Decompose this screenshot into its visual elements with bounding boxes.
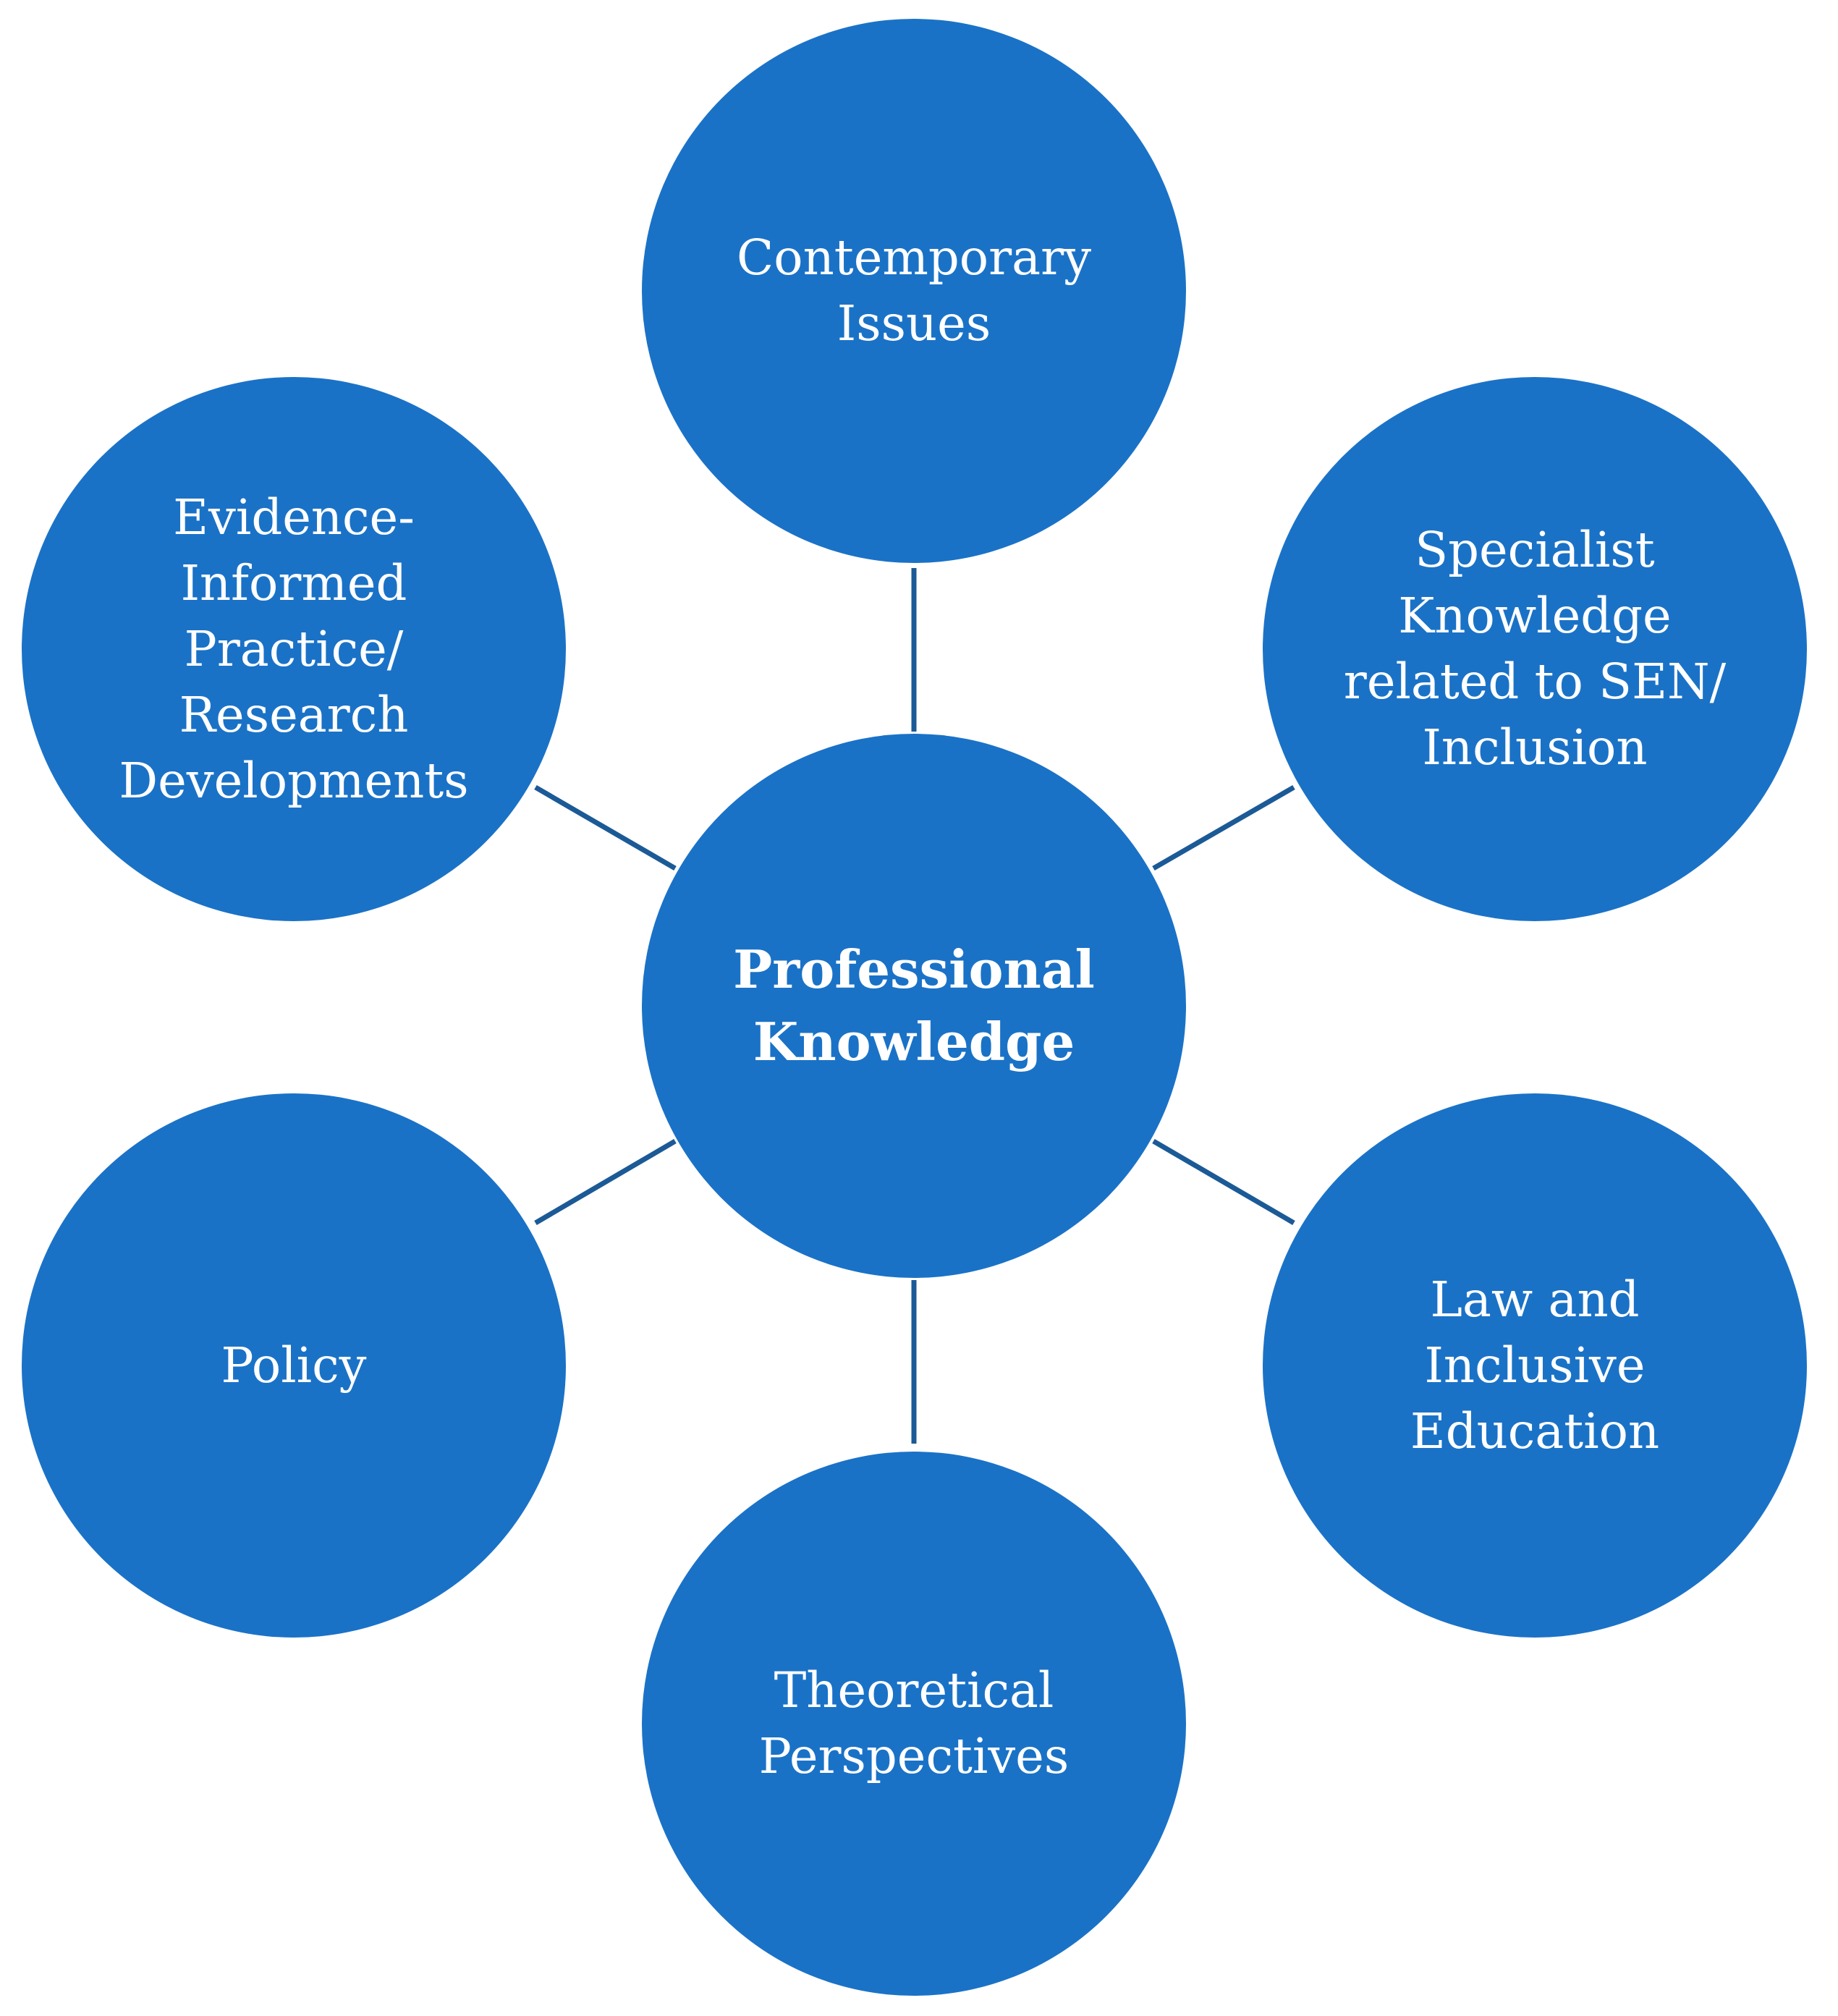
- evidence-informed-practice-circle: [22, 377, 566, 921]
- specialist-knowledge-label: Specialist Knowledge related to SEN/ Inc…: [1343, 522, 1727, 776]
- law-inclusive-education-label: Law and Inclusive Education: [1410, 1271, 1660, 1460]
- theoretical-perspectives-label: Theoretical Perspectives: [758, 1662, 1070, 1784]
- center-node-circle: [642, 734, 1186, 1278]
- evidence-informed-practice-label: Evidence- Informed Practice/ Research De…: [119, 488, 469, 809]
- connector-law-inclusive-education: [1152, 1138, 1295, 1226]
- policy-circle: [22, 1093, 566, 1638]
- connector-specialist-knowledge: [1152, 784, 1295, 871]
- law-inclusive-education-circle: [1263, 1093, 1807, 1638]
- connector-policy: [534, 1138, 677, 1226]
- contemporary-issues-circle: [642, 19, 1186, 563]
- center-node-label: Professional Knowledge: [733, 939, 1095, 1072]
- specialist-knowledge-circle: [1263, 377, 1807, 921]
- theoretical-perspectives-circle: [642, 1452, 1186, 1996]
- policy-label: Policy: [221, 1337, 367, 1394]
- connector-evidence-informed-practice: [534, 784, 677, 871]
- contemporary-issues-label: Contemporary Issues: [737, 229, 1091, 352]
